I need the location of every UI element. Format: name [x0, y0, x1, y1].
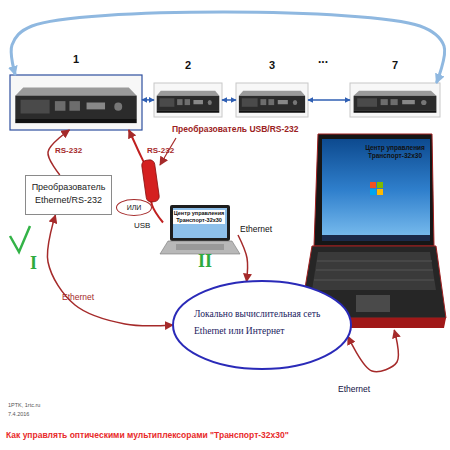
laptop-screen — [173, 208, 227, 238]
or-oval: ИЛИ — [116, 199, 152, 216]
multiplexer: 3 — [236, 83, 308, 117]
ellipse-outline — [172, 280, 352, 370]
laptop-lid — [314, 134, 434, 246]
multiplexer: 7 — [350, 83, 440, 117]
variant-number: II — [198, 251, 212, 272]
converter-callout: Преобразователь USB/RS-232 — [172, 124, 299, 134]
windows-logo — [370, 182, 376, 188]
connector — [47, 215, 173, 326]
taskbar — [322, 235, 430, 241]
photo-frame — [236, 83, 308, 117]
touchpad — [356, 295, 390, 312]
connectors — [11, 12, 444, 371]
author-note: 1PTK, 1rtc.ru — [8, 402, 40, 408]
connector-label: Ethernet — [338, 384, 370, 394]
key-row — [317, 261, 432, 262]
converter-name: Преобразователь Ethernet/RS-232 — [28, 181, 109, 207]
converter-box: Преобразователь Ethernet/RS-232 — [25, 175, 112, 215]
connector — [142, 99, 154, 101]
laptop: Центр управления Транспорт-32x30 — [163, 205, 238, 255]
laptop-lid — [170, 205, 230, 241]
key-row — [316, 270, 433, 271]
key-row — [314, 280, 434, 281]
network-ellipse: Локально вычислительная сеть Ethernet ил… — [172, 280, 352, 370]
port-label: USB — [134, 221, 150, 230]
photo-frame — [154, 83, 222, 117]
connector-label: RS-232 — [147, 146, 174, 155]
multiplexer-picture — [10, 75, 142, 130]
windows-logo — [370, 189, 376, 195]
photo-frame — [10, 75, 142, 130]
windows-logo — [377, 189, 383, 195]
connector — [308, 99, 350, 101]
windows-logo — [377, 182, 383, 188]
check-mark — [10, 226, 30, 252]
laptop-screen — [322, 139, 430, 241]
connector-label: Ethernet — [62, 292, 94, 302]
usb-converter — [141, 159, 160, 202]
unit-number: 7 — [350, 59, 440, 71]
multiplexer: 1 — [10, 75, 142, 130]
laptop-keyboard — [312, 252, 436, 290]
date-note: 7.4.2016 — [8, 411, 29, 417]
multiplexer-picture — [236, 83, 308, 117]
variant-number: I — [30, 253, 37, 274]
connector — [11, 12, 444, 83]
multiplexer-picture — [154, 83, 222, 117]
unit-number: 2 — [154, 59, 222, 71]
multiplexer: 2 — [154, 83, 222, 117]
laptop-keyboard — [176, 244, 224, 250]
multiplexer-picture — [350, 83, 440, 117]
connector-label: Ethernet — [240, 224, 272, 234]
caption: Как управлять оптическими мультиплексора… — [6, 430, 289, 440]
network-text: Локально вычислительная сеть Ethernet ил… — [194, 306, 344, 340]
connector — [222, 99, 236, 101]
unit-number: 3 — [236, 59, 308, 71]
ellipse-outline — [173, 281, 351, 369]
or-text: ИЛИ — [117, 200, 151, 215]
connector-label: RS-232 — [55, 146, 82, 155]
ellipsis-mark: ... — [318, 52, 328, 66]
screen-text: Центр управления Транспорт-32x30 — [173, 210, 225, 224]
screen-text: Центр управления Транспорт-32x30 — [360, 144, 430, 160]
unit-number: 1 — [10, 53, 142, 65]
connector — [238, 235, 248, 282]
connector — [348, 330, 398, 372]
photo-frame — [350, 83, 440, 117]
